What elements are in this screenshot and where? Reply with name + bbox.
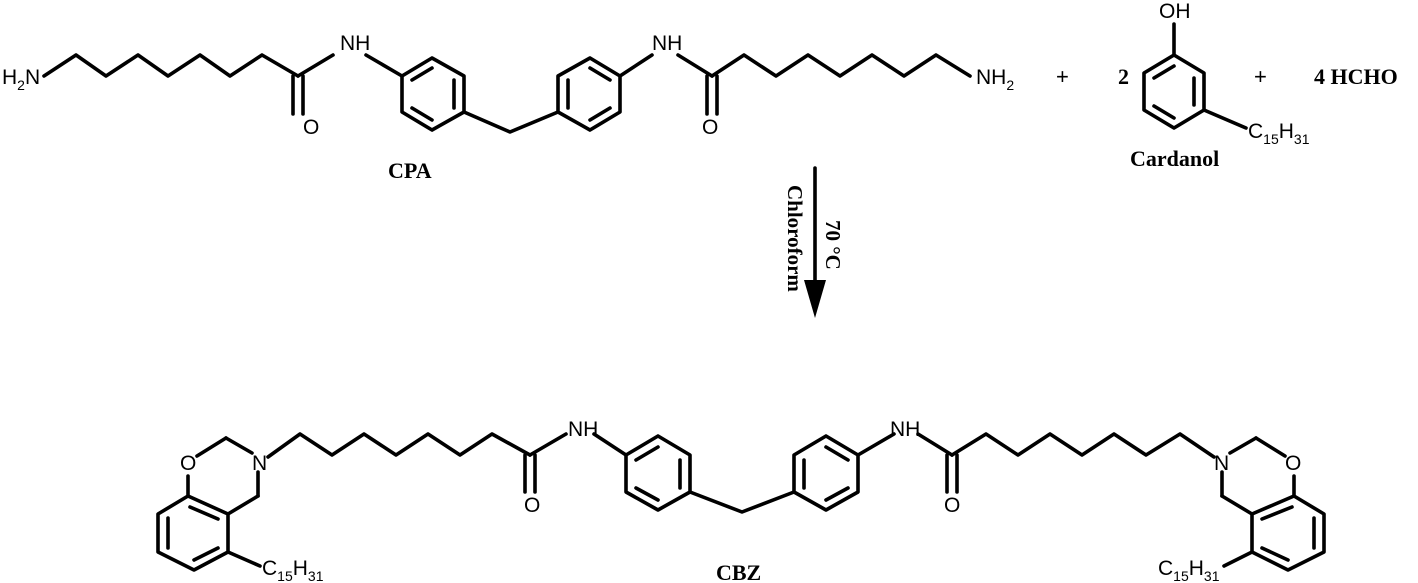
formaldehyde-label: 4 HCHO — [1314, 64, 1398, 89]
hydroxyl-atom: OH — [1159, 0, 1191, 23]
arrow-head — [804, 280, 826, 318]
oxygen-atom-left: O — [303, 116, 319, 139]
cpa-label: CPA — [388, 158, 432, 183]
nh-atom-left: NH — [340, 32, 370, 55]
cpa-carbonyl-left — [296, 53, 335, 78]
plus-sign-1: + — [1056, 64, 1069, 89]
cbz-label: CBZ — [716, 560, 761, 583]
benzoxazine-ring-left — [156, 494, 230, 572]
cbz-chain-left — [266, 432, 532, 459]
cbz-structure: O N C15H31 O NH NH — [156, 418, 1326, 583]
oxazine-oxygen-left: O — [180, 452, 196, 475]
plus-sign-2: + — [1254, 64, 1267, 89]
cardanol-structure: OH C15H31 Cardanol — [1130, 0, 1310, 171]
condition-temperature: 70 °C — [821, 220, 845, 270]
nh2-atom-right: NH2 — [976, 66, 1014, 93]
cpa-structure: H2N O NH NH O NH2 CPA — [2, 32, 1014, 183]
condition-solvent: Chloroform — [783, 185, 807, 292]
cbz-methylene-bridge — [688, 490, 796, 514]
cbz-c15h31-label-right: C15H31 — [1158, 557, 1220, 583]
oxazine-nitrogen-left: N — [252, 452, 267, 475]
reaction-arrow: 70 °C Chloroform — [783, 166, 845, 318]
cpa-methylene-bridge — [462, 110, 560, 134]
cbz-oxygen-left: O — [524, 494, 540, 517]
cbz-benzene-right — [792, 434, 860, 512]
cardanol-coefficient: 2 — [1118, 64, 1129, 89]
h2n-atom-left: H2N — [2, 66, 40, 93]
oxygen-atom-right: O — [702, 116, 718, 139]
cpa-benzene-right — [556, 56, 622, 132]
benzoxazine-ring-right — [1250, 494, 1326, 572]
cpa-chain-right — [710, 53, 972, 78]
cardanol-ring — [1142, 53, 1206, 130]
cardanol-c15h31-label: C15H31 — [1248, 120, 1310, 147]
cpa-chain-left — [42, 53, 300, 78]
nh-atom-right: NH — [652, 32, 682, 55]
oxazine-oxygen-right: O — [1285, 452, 1301, 475]
cbz-nh-right: NH — [890, 418, 920, 441]
cbz-chain-right — [950, 432, 1216, 459]
cbz-oxygen-right: O — [944, 494, 960, 517]
oxazine-nitrogen-right: N — [1214, 452, 1229, 475]
cbz-nh-left: NH — [568, 418, 598, 441]
cardanol-label: Cardanol — [1130, 146, 1219, 171]
cbz-c15h31-label-left: C15H31 — [262, 557, 324, 583]
